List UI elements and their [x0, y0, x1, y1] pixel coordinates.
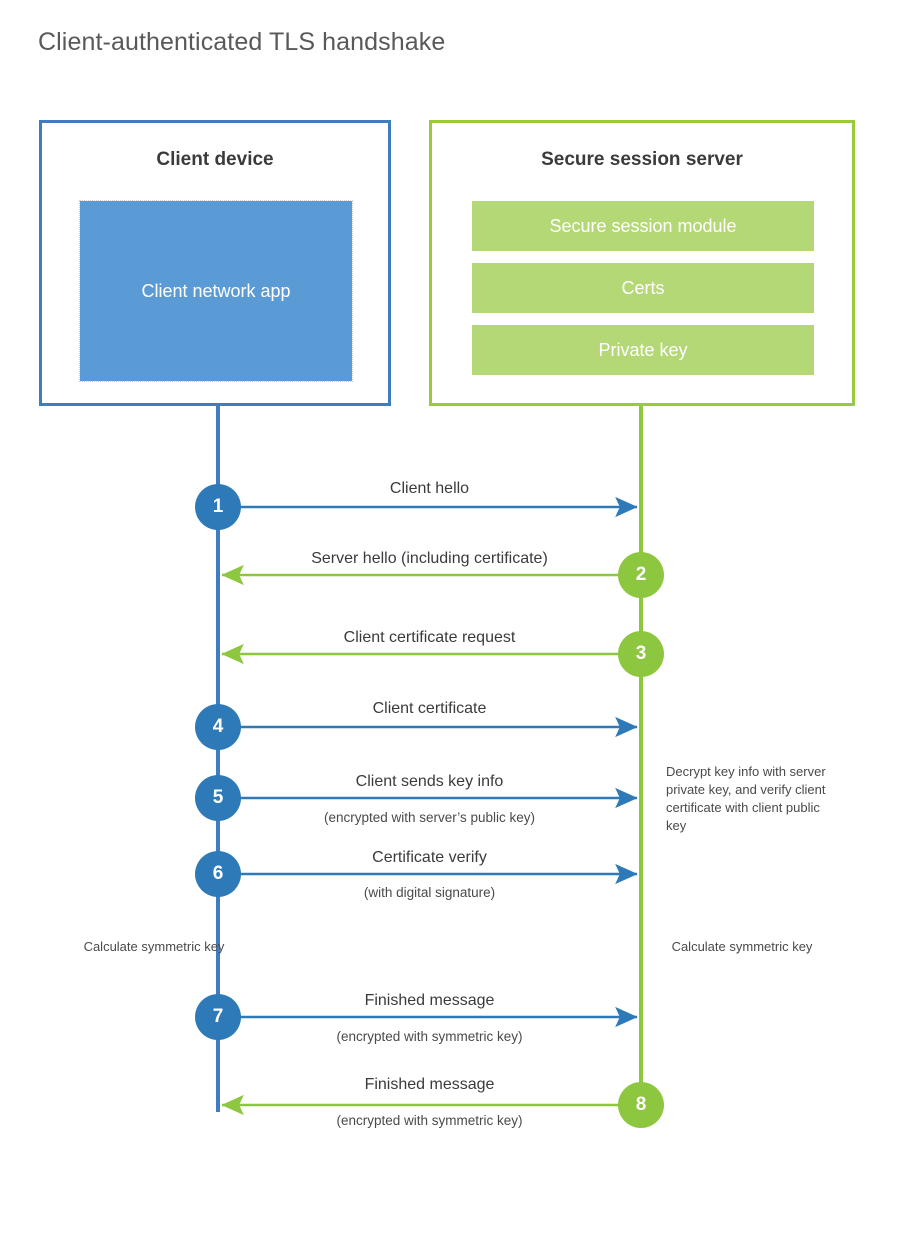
actor-title-server: Secure session server: [541, 149, 743, 170]
step-badge-4[interactable]: 4: [195, 704, 241, 750]
step-badge-2[interactable]: 2: [618, 552, 664, 598]
msg-label-1: Client hello: [389, 480, 470, 497]
step-badge-7[interactable]: 7: [195, 994, 241, 1040]
component-secure-session-module: Secure session module: [472, 201, 814, 251]
msg-sub-8: (encrypted with symmetric key): [336, 1113, 523, 1128]
actor-box-client: Client device Client network app: [39, 120, 391, 406]
actor-title-client: Client device: [156, 149, 274, 170]
msg-sub-5: (encrypted with server’s public key): [323, 810, 536, 825]
msg-label-8: Finished message: [364, 1076, 495, 1093]
note-server-calculate-symmetric-key: Calculate symmetric key: [671, 939, 813, 954]
note-client-calculate-symmetric-key: Calculate symmetric key: [83, 939, 225, 954]
component-client-network-app: Client network app: [79, 200, 353, 382]
step-badge-8[interactable]: 8: [618, 1082, 664, 1128]
component-certs: Certs: [472, 263, 814, 313]
actor-box-server: Secure session server Secure session mod…: [429, 120, 855, 406]
msg-label-4: Client certificate: [372, 700, 487, 717]
msg-label-3: Client certificate request: [343, 629, 516, 646]
step-badge-5[interactable]: 5: [195, 775, 241, 821]
note-server-decrypt: Decrypt key info with server private key…: [666, 764, 826, 833]
component-private-key: Private key: [472, 325, 814, 375]
step-badge-3[interactable]: 3: [618, 631, 664, 677]
msg-label-5: Client sends key info: [355, 773, 504, 790]
step-badge-6[interactable]: 6: [195, 851, 241, 897]
msg-label-7: Finished message: [364, 992, 495, 1009]
msg-sub-6: (with digital signature): [363, 885, 496, 900]
msg-label-6: Certificate verify: [372, 849, 487, 866]
msg-sub-7: (encrypted with symmetric key): [336, 1029, 523, 1044]
page-title: Client-authenticated TLS handshake: [38, 28, 446, 56]
step-badge-1[interactable]: 1: [195, 484, 241, 530]
msg-label-2: Server hello (including certificate): [311, 550, 548, 567]
